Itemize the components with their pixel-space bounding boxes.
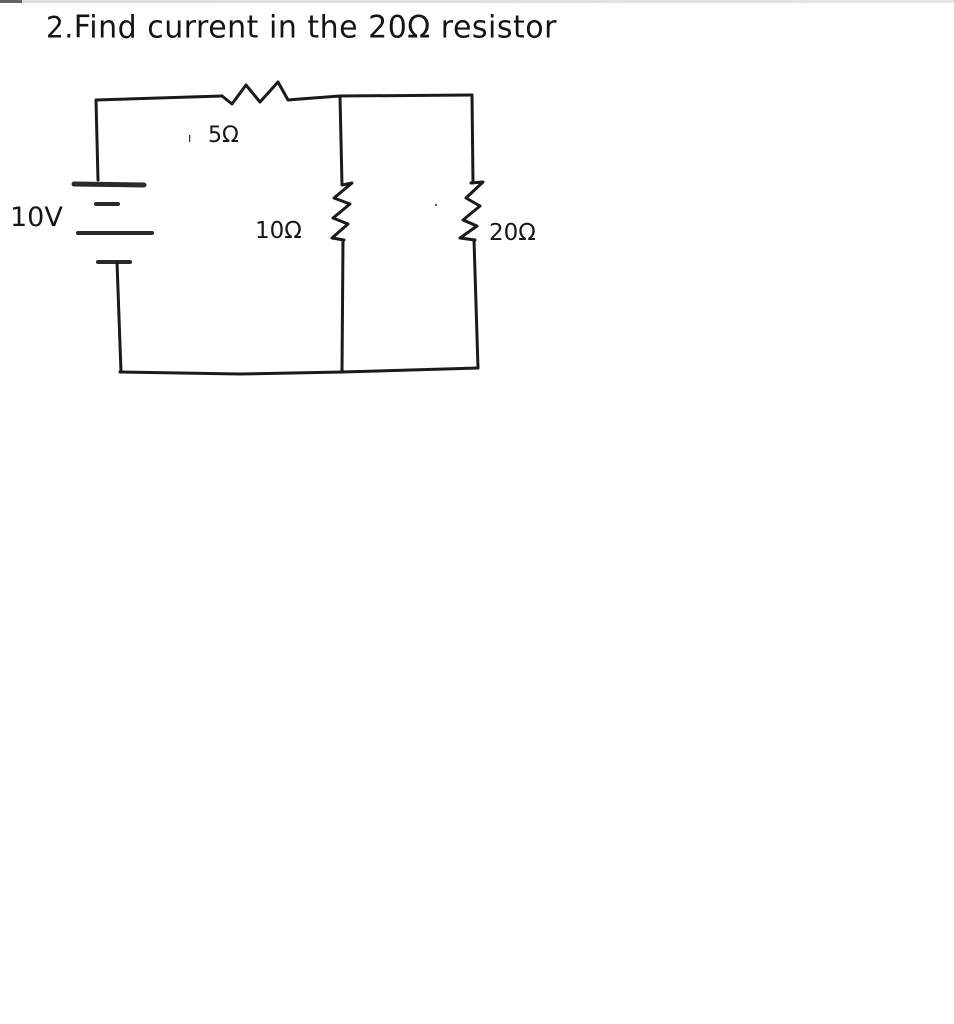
resistor-5-ohm-label: 5Ω bbox=[208, 123, 239, 148]
wire-bottom bbox=[118, 366, 480, 376]
wire-top-right bbox=[298, 93, 474, 101]
battery-10v: 10V bbox=[10, 181, 154, 374]
wire-top-left bbox=[94, 94, 224, 182]
stray-mark: ı bbox=[188, 131, 191, 145]
resistor-20-ohm-label: 20Ω bbox=[489, 220, 536, 246]
problem-number: 2. bbox=[46, 10, 74, 45]
battery-plate-long-top bbox=[71, 181, 147, 188]
branch-20-ohm: 20Ω bbox=[434, 93, 536, 370]
page-top-edge bbox=[0, 0, 954, 3]
stray-dot bbox=[434, 203, 438, 207]
resistor-5-ohm: 5Ω ı bbox=[188, 80, 302, 148]
problem-text: Find current in the 20Ω resistor bbox=[73, 9, 557, 46]
resistor-10-ohm-label: 10Ω bbox=[255, 218, 302, 244]
problem-statement: 2.Find current in the 20Ω resistor bbox=[46, 9, 557, 46]
battery-label: 10V bbox=[10, 202, 63, 233]
branch-10-ohm: 10Ω bbox=[255, 94, 354, 374]
